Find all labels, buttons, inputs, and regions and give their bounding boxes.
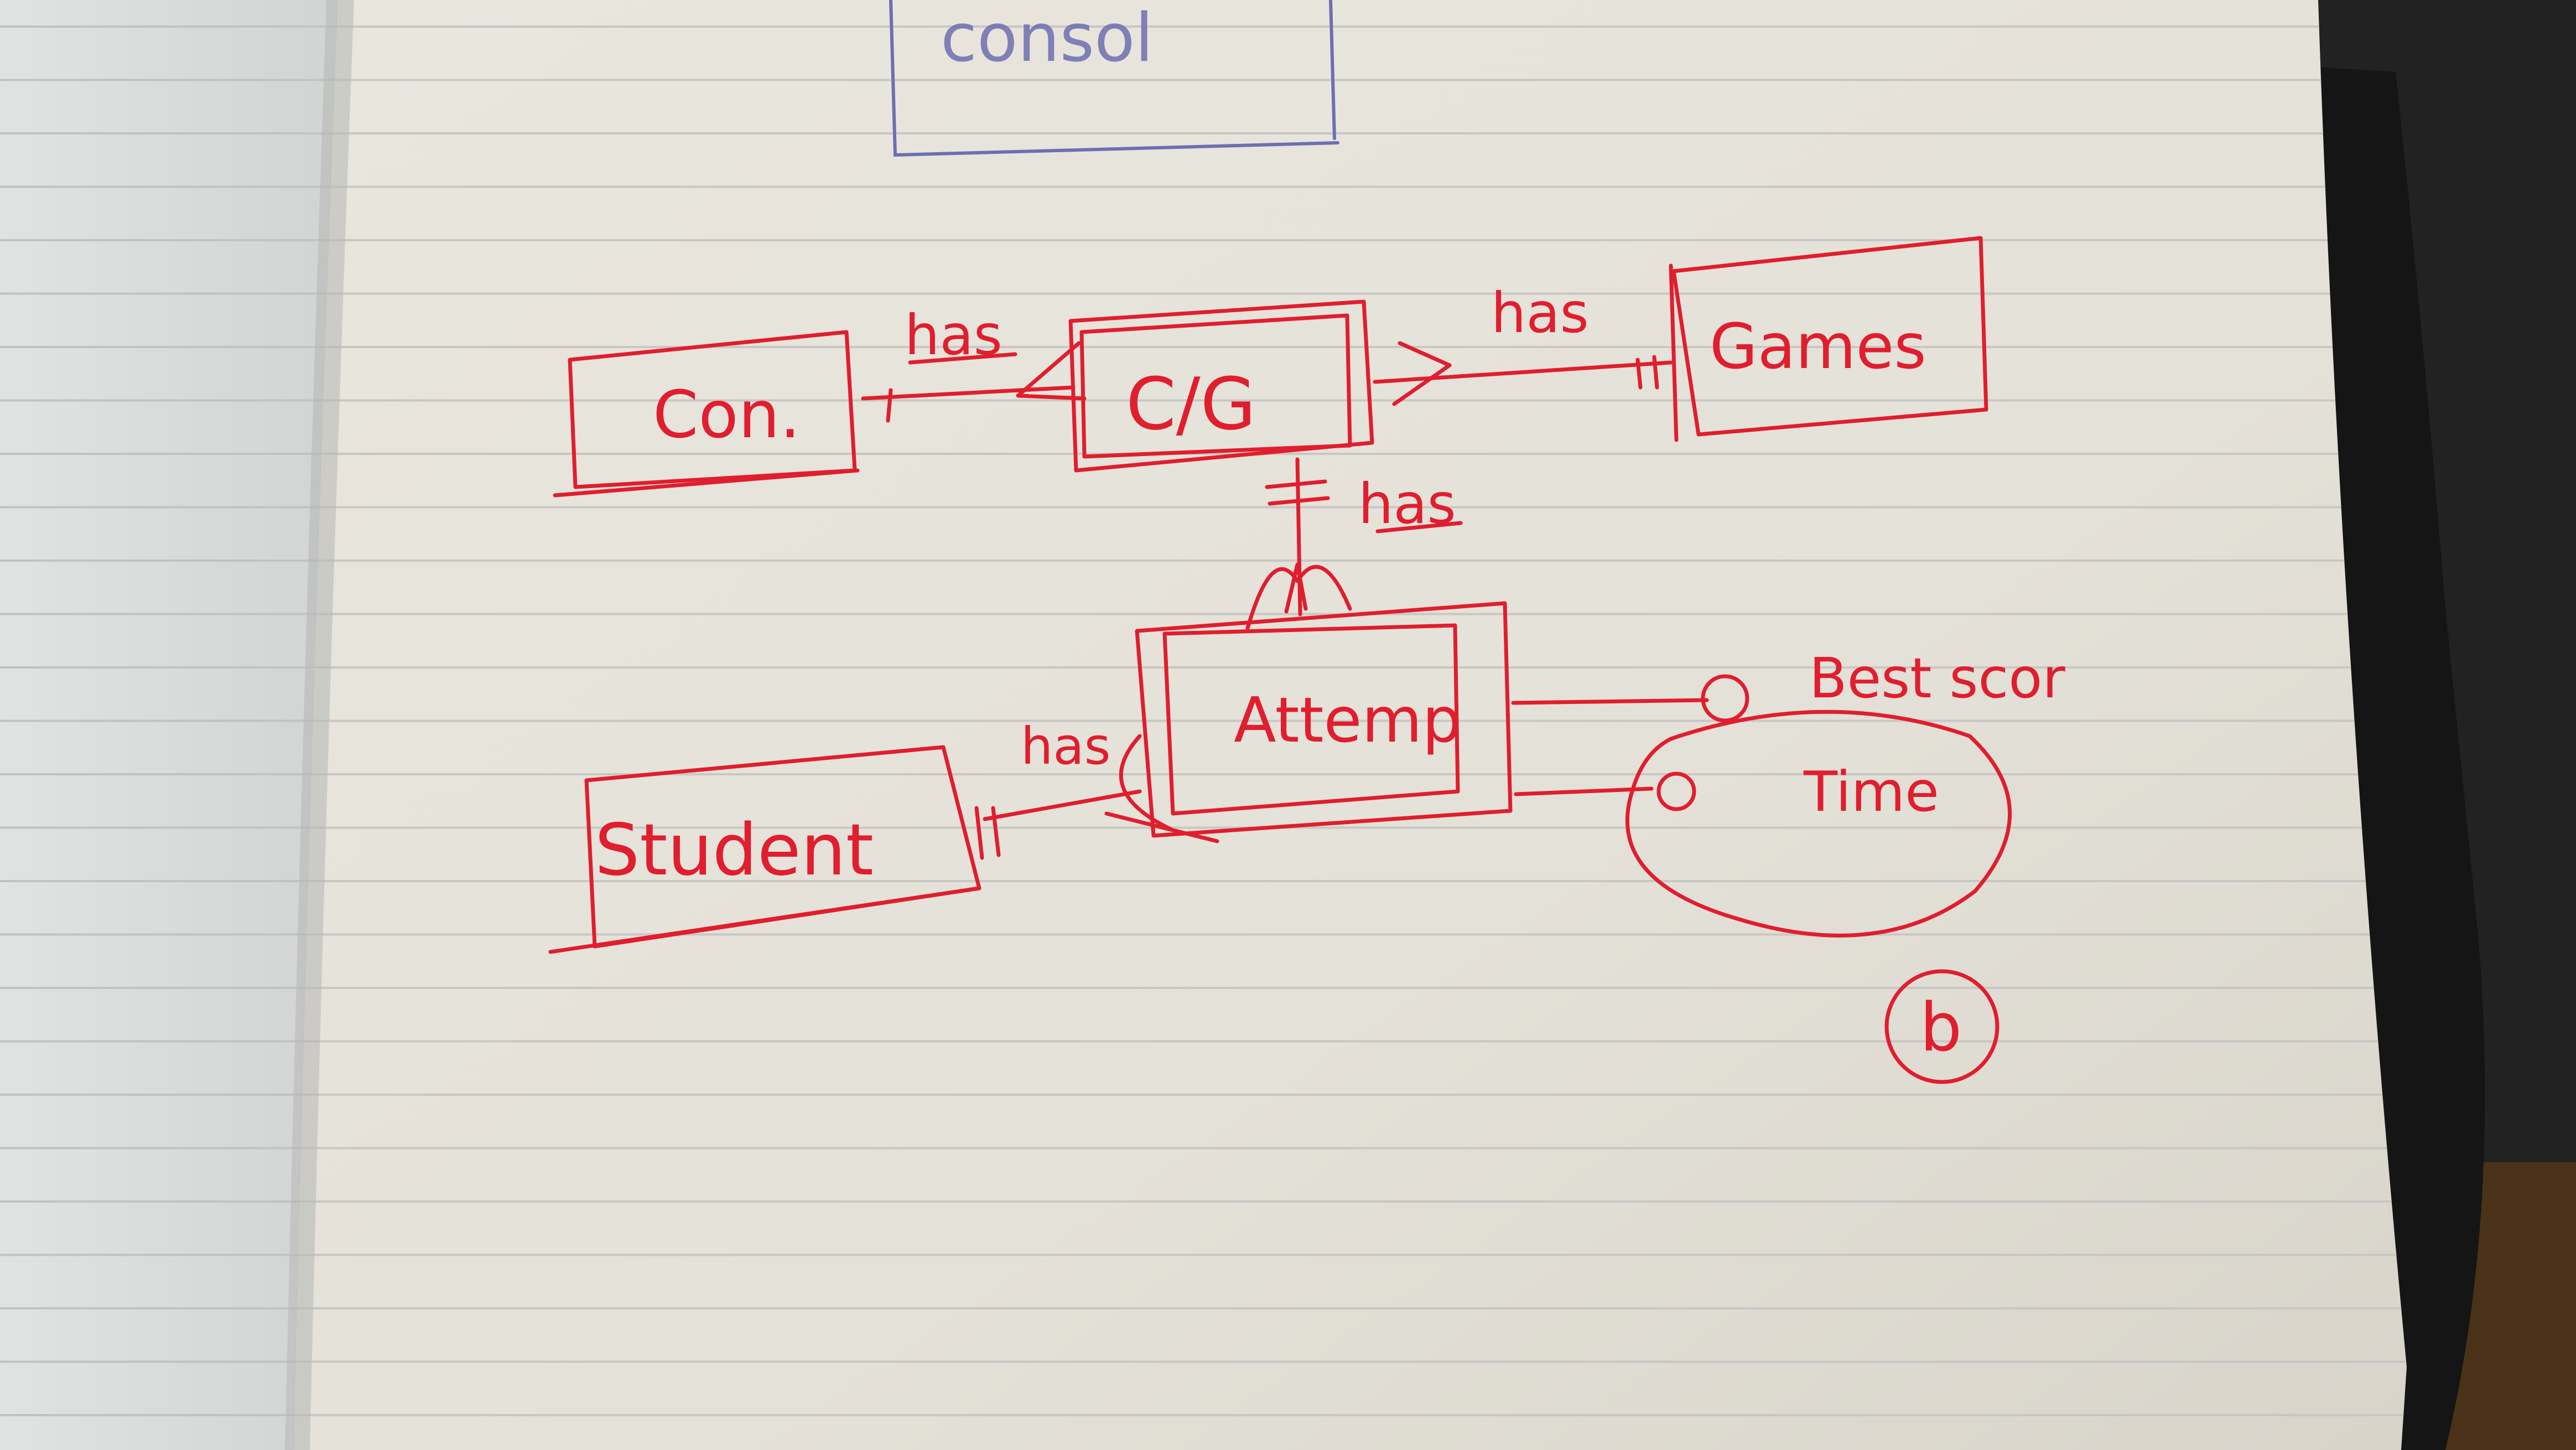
entity-label-cg: C/G bbox=[1126, 362, 1256, 446]
attribute-line-time bbox=[1514, 786, 1654, 796]
link-console-cg bbox=[861, 385, 1076, 401]
link-student-attempt bbox=[983, 789, 1142, 821]
relationship-label-console-cg: has bbox=[905, 303, 1003, 367]
entity-box-attempt bbox=[1162, 623, 1460, 816]
corner-label: b bbox=[1920, 990, 1962, 1066]
entity-label-console: Con. bbox=[653, 376, 801, 453]
attribute-label-best-score: Best scor bbox=[1809, 646, 2065, 711]
er-diagram bbox=[548, 236, 2012, 1084]
relationship-label-cg-attempt: has bbox=[1358, 472, 1456, 536]
entity-box-games bbox=[1671, 236, 1988, 437]
entity-label-games: Games bbox=[1710, 311, 1926, 383]
attribute-line-best-score bbox=[1511, 698, 1709, 705]
pencil-box-label: consol bbox=[941, 0, 1154, 77]
entity-label-attempt: Attemp bbox=[1234, 685, 1462, 757]
entity-label-student: Student bbox=[595, 809, 874, 892]
corner-circle bbox=[1884, 969, 1999, 1084]
attribute-label-time: Time bbox=[1803, 759, 1939, 824]
relationship-label-student-attempt: has bbox=[1021, 717, 1111, 776]
link-cg-games bbox=[1373, 360, 1673, 384]
pencil-console-box bbox=[889, 0, 1339, 157]
left-page-rules bbox=[0, 0, 337, 1450]
gutter-shadow bbox=[285, 0, 354, 1450]
relationship-label-cg-games: has bbox=[1491, 281, 1589, 345]
time-circle bbox=[1625, 710, 2012, 938]
right-page-rules bbox=[293, 0, 2407, 1450]
